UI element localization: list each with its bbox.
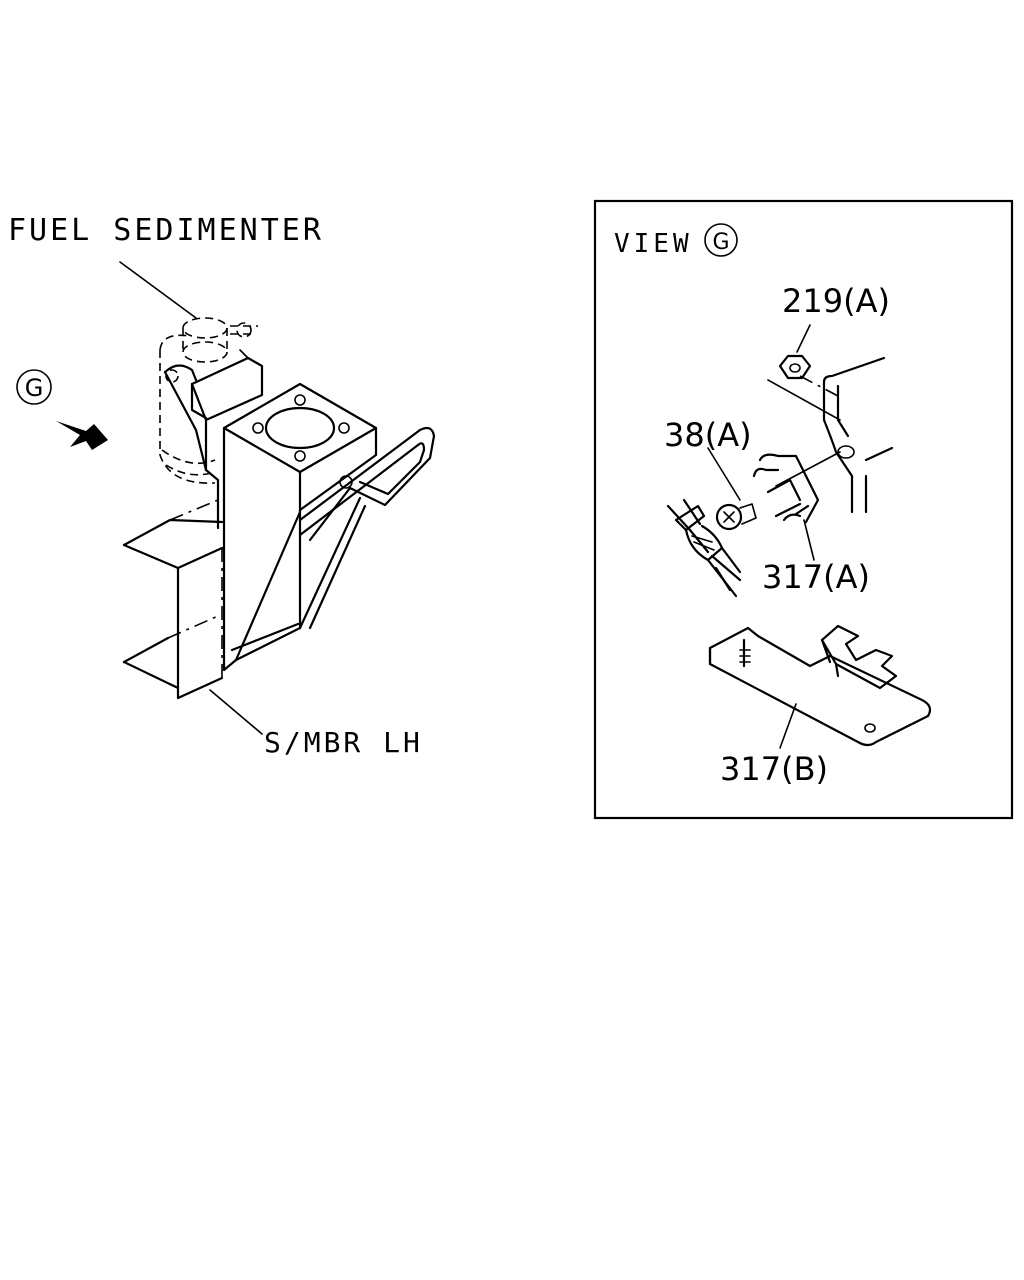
part-317b-label: 317(B) [720, 750, 828, 788]
part-219a-label: 219(A) [782, 282, 890, 320]
rod-bracket [298, 426, 436, 542]
view-direction-arrow [56, 421, 108, 450]
part-317a-leader [803, 519, 815, 561]
view-g-frame [593, 199, 1014, 820]
s-mbr-leader [209, 689, 263, 735]
nut-219a [778, 354, 812, 380]
main-bracket [222, 382, 378, 672]
view-g-marker: G [16, 369, 52, 405]
s-mbr-lh-label: S/MBR LH [264, 726, 423, 759]
plate-317b [708, 624, 932, 747]
part-317b-leader [779, 703, 797, 749]
clip-317a [752, 453, 820, 524]
part-317a-label: 317(A) [762, 558, 870, 596]
frame-tab [767, 356, 894, 514]
pipe-assembly [666, 498, 742, 598]
view-title: VIEW [614, 229, 693, 259]
sedimenter-bracket [163, 349, 264, 530]
view-g-inset: VIEW G 219(A) 38(A) [593, 199, 1014, 820]
view-g-inset-marker: G [704, 223, 738, 257]
pipe-line [775, 451, 841, 487]
view-g-inset-letter: G [712, 230, 729, 255]
part-219a-leader [796, 324, 811, 353]
screw-38a [715, 503, 757, 531]
view-g-marker-letter: G [25, 374, 44, 402]
side-member-frame [122, 499, 224, 700]
fuel-sedimenter-label: FUEL SEDIMENTER [8, 213, 324, 248]
left-assembly: FUEL SEDIMENTER G [8, 213, 436, 759]
fuel-sedimenter [159, 317, 258, 484]
part-38a-leader [707, 447, 741, 501]
fuel-sedimenter-leader [119, 261, 197, 319]
